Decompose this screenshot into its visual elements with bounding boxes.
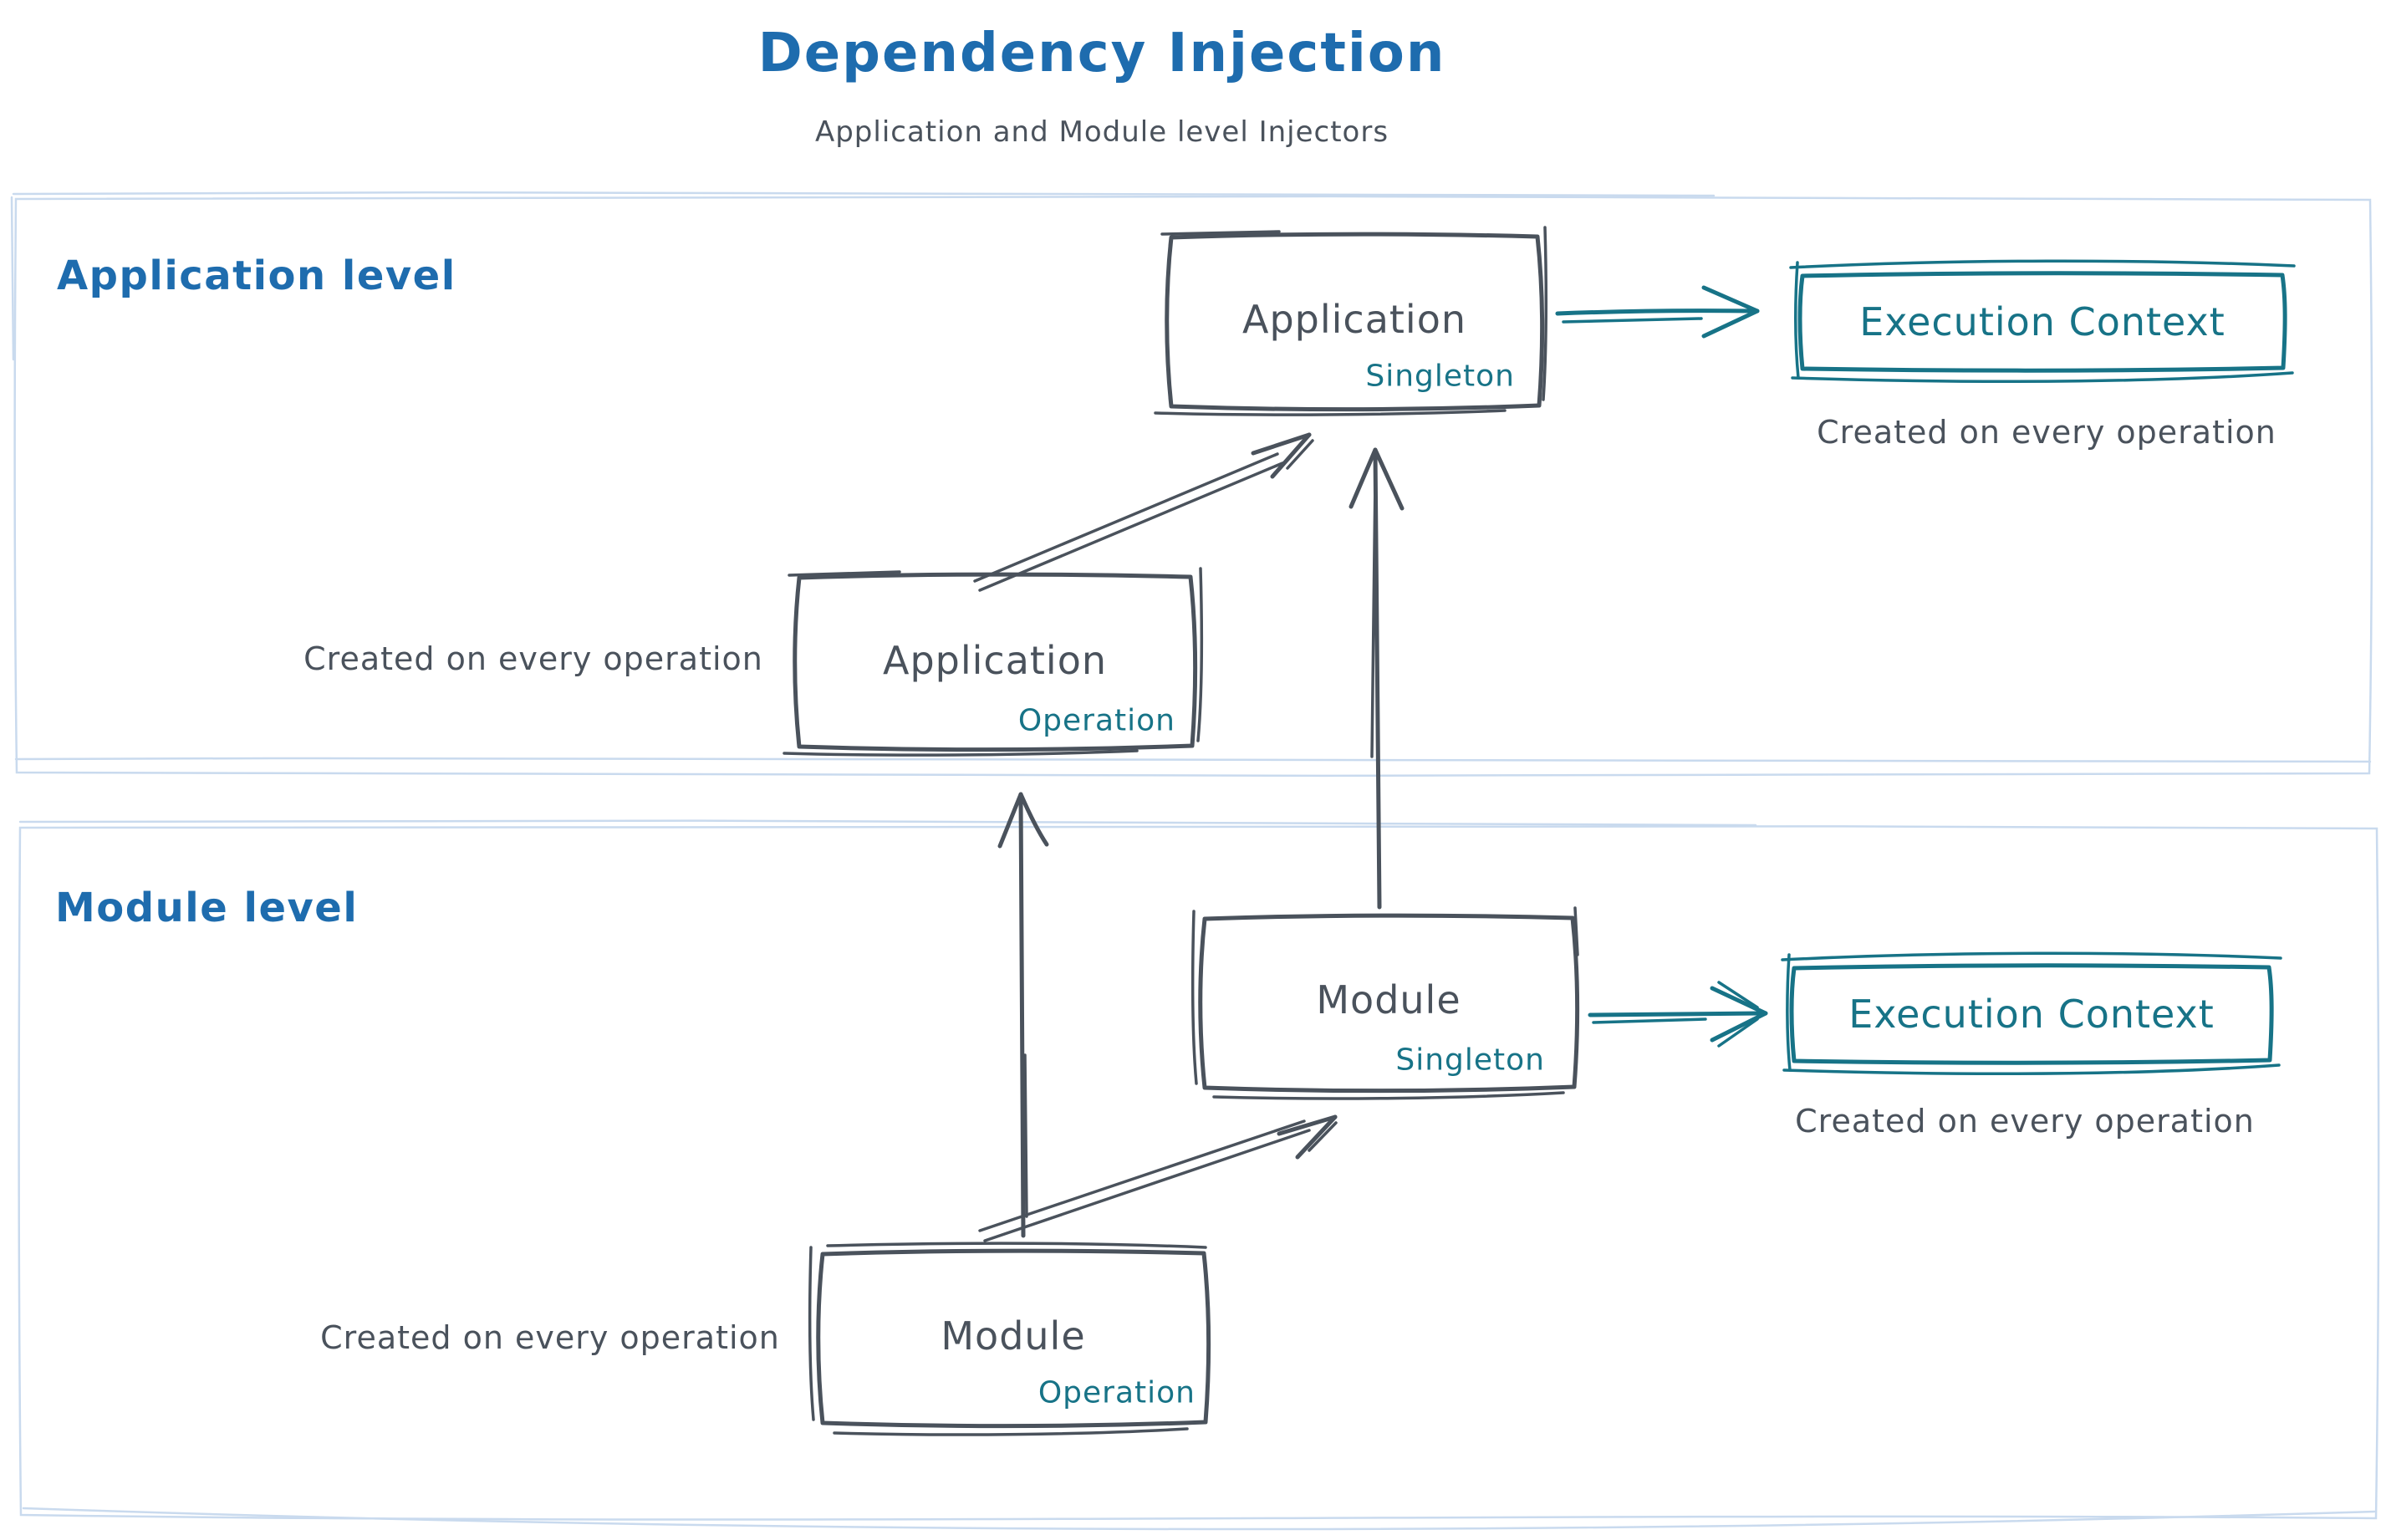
- arrow-app-operation-to-app-singleton: [973, 432, 1314, 592]
- module-operation-box: [808, 1242, 1211, 1436]
- exec-context-module-note: Created on every operation: [1795, 1103, 2255, 1140]
- module-singleton-box: [1191, 906, 1580, 1100]
- app-singleton-box: [1154, 226, 1548, 416]
- page-subtitle: Application and Module level Injectors: [814, 115, 1389, 149]
- module-level-label: Module level: [55, 885, 359, 931]
- arrow-module-operation-to-module-singleton: [978, 1114, 1338, 1242]
- arrow-module-singleton-to-exec-context: [1588, 981, 1768, 1048]
- arrow-module-singleton-to-app-singleton: [1348, 447, 1405, 910]
- exec-context-app-title: Execution Context: [1859, 299, 2225, 344]
- module-operation-tag: Operation: [1038, 1375, 1196, 1410]
- module-singleton-title: Module: [1316, 977, 1461, 1022]
- app-operation-box: [783, 567, 1203, 757]
- exec-context-module-box: [1781, 951, 2282, 1076]
- exec-context-app-note: Created on every operation: [1817, 414, 2276, 451]
- app-singleton-tag: Singleton: [1365, 359, 1515, 394]
- app-singleton-title: Application: [1241, 297, 1467, 342]
- module-operation-note: Created on every operation: [320, 1319, 780, 1356]
- module-operation-title: Module: [941, 1313, 1086, 1359]
- app-operation-tag: Operation: [1017, 703, 1175, 738]
- arrow-app-singleton-to-exec-context: [1555, 285, 1760, 339]
- page-title: Dependency Injection: [757, 23, 1446, 84]
- exec-context-module-title: Execution Context: [1848, 992, 2215, 1037]
- app-operation-title: Application: [882, 638, 1108, 683]
- module-singleton-tag: Singleton: [1395, 1043, 1545, 1078]
- exec-context-app-box: [1789, 259, 2296, 384]
- application-level-label: Application level: [57, 252, 456, 299]
- arrow-module-up-to-app-operation: [997, 792, 1049, 1238]
- app-operation-note: Created on every operation: [303, 640, 763, 677]
